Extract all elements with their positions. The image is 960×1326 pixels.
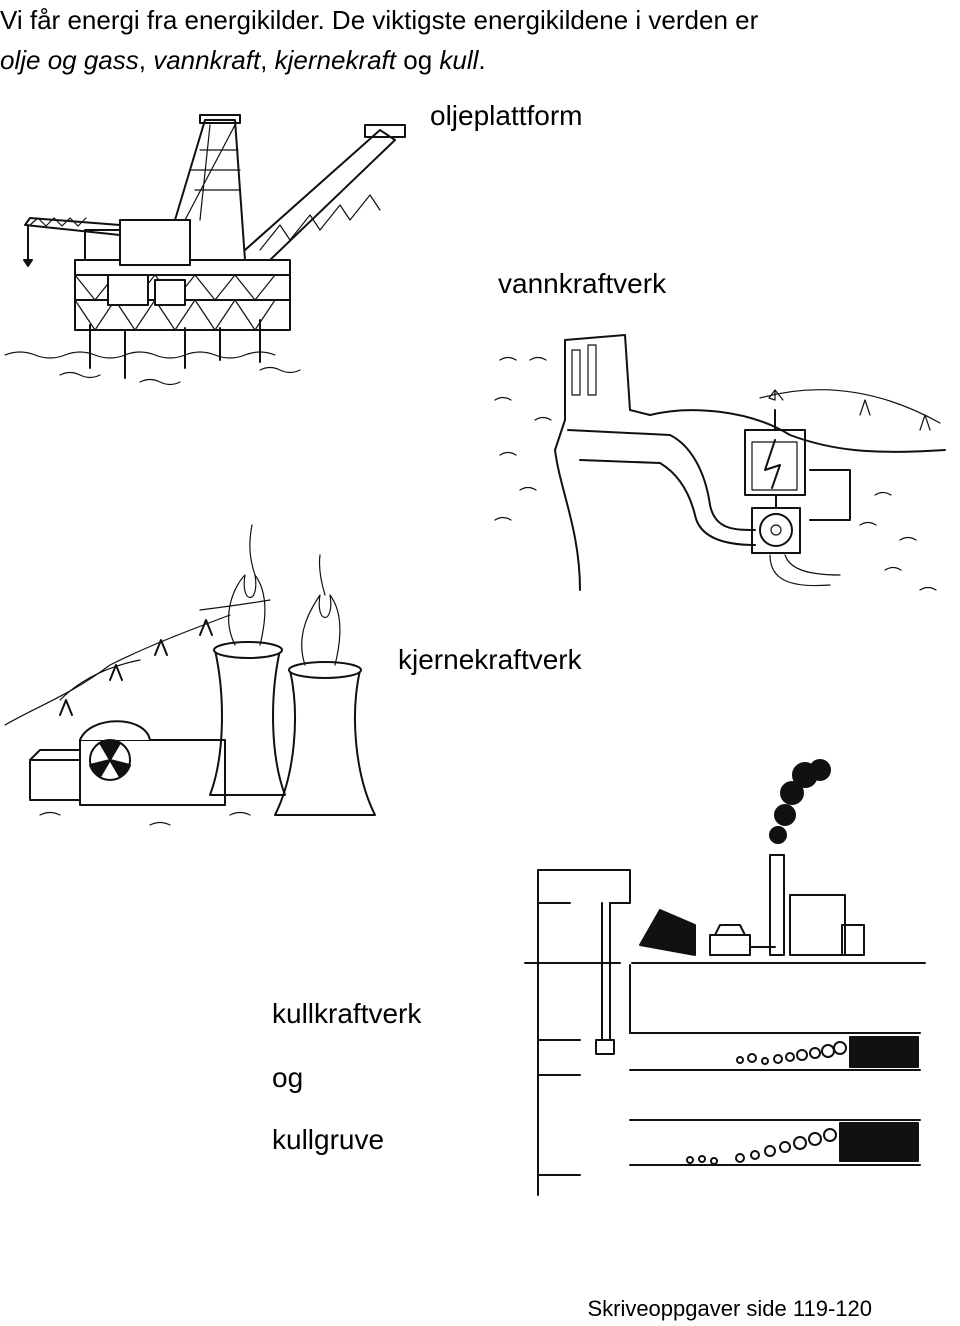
- term-hydro: vannkraft: [153, 45, 261, 75]
- hydropower-drawing: [494, 334, 946, 591]
- label-hydro-plant: vannkraftverk: [498, 268, 667, 299]
- label-coal-and: og: [272, 1062, 304, 1093]
- label-nuclear-plant: kjernekraftverk: [398, 644, 582, 675]
- label-oil-platform: oljeplattform: [430, 100, 583, 131]
- coal-plant-and-mine-drawing: [524, 759, 926, 1196]
- label-coal-mine: kullgruve: [272, 1124, 385, 1155]
- term-oil-gas: olje og gass: [0, 45, 139, 75]
- intro-line-2: olje og gass, vannkraft, kjernekraft og …: [0, 45, 486, 75]
- oil-platform-drawing: [4, 114, 406, 386]
- label-coal-plant: kullkraftverk: [272, 998, 422, 1029]
- intro-line-1: Vi får energi fra energikilder. De vikti…: [0, 5, 759, 35]
- term-nuclear: kjernekraft: [274, 45, 397, 75]
- term-coal: kull: [439, 45, 479, 75]
- nuclear-plant-drawing: [4, 524, 376, 826]
- coal-pile-upper: [736, 1041, 847, 1065]
- intro-text: Vi får energi fra energikilder. De vikti…: [0, 0, 960, 80]
- coal-pile-lower: [686, 1128, 837, 1165]
- footer-page-ref: Skriveoppgaver side 119-120: [587, 1296, 872, 1321]
